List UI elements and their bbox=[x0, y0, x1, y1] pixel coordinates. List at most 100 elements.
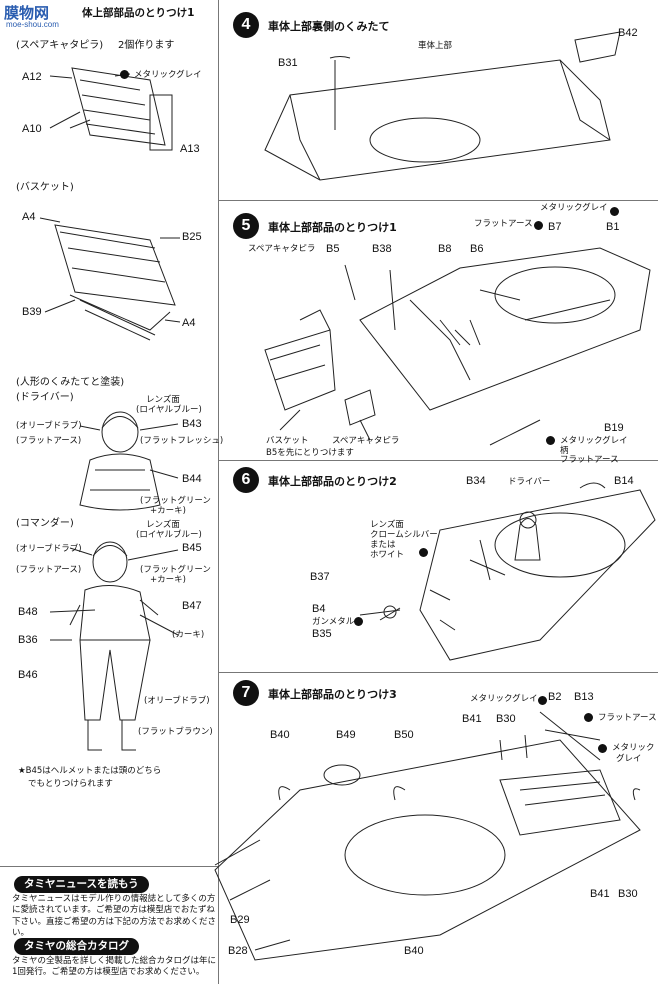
driver-green: (フラットグリーン bbox=[140, 496, 211, 506]
part-label: B2 bbox=[548, 691, 562, 703]
part-label: B5 bbox=[326, 243, 340, 255]
step-5-basket-note: B5を先にとりつけます bbox=[266, 448, 354, 458]
driver-olive: (オリーブドラブ) bbox=[16, 421, 82, 431]
part-label: B49 bbox=[336, 729, 356, 741]
paint-dot-icon bbox=[419, 548, 428, 557]
commander-khaki-2: (カーキ) bbox=[172, 630, 205, 640]
driver-flat-earth: (フラットアース) bbox=[16, 436, 82, 446]
driver-khaki: +カーキ) bbox=[150, 506, 186, 516]
step-6-chrome: クロームシルバー bbox=[370, 530, 438, 540]
part-label: B35 bbox=[312, 628, 332, 640]
driver-flesh: (フラットフレッシュ) bbox=[140, 436, 224, 446]
step5-hull-drawing bbox=[264, 247, 651, 446]
part-label: B1 bbox=[606, 221, 620, 233]
step-divider-5-6 bbox=[219, 460, 658, 461]
news-title: タミヤニュースを読もう bbox=[14, 876, 149, 893]
paint-dot-icon bbox=[538, 696, 547, 705]
part-label: B7 bbox=[548, 221, 562, 233]
spare-track-heading: (スペアキャタピラ) bbox=[16, 40, 104, 51]
step-divider-6-7 bbox=[219, 672, 658, 673]
part-label: B29 bbox=[230, 914, 250, 926]
step-7-metallic: メタリックグレイ bbox=[470, 694, 538, 704]
step-7-grey: グレイ bbox=[616, 754, 642, 764]
step-divider-4-5 bbox=[219, 200, 658, 201]
figures-note-2: でもとりつけられます bbox=[28, 779, 113, 789]
commander-olive: (オリーブドラブ) bbox=[16, 544, 82, 554]
part-label: A12 bbox=[22, 71, 42, 83]
step-4-title: 車体上部裏側のくみたて bbox=[268, 20, 390, 33]
part-label: B30 bbox=[618, 888, 638, 900]
part-label: B25 bbox=[182, 231, 202, 243]
part-label: B50 bbox=[394, 729, 414, 741]
step-number-7: 7 bbox=[233, 680, 259, 706]
step-5-flat-earth: フラットアース bbox=[474, 219, 533, 229]
step-6-white: ホワイト bbox=[370, 550, 405, 560]
part-label: B38 bbox=[372, 243, 392, 255]
step-5-metallic: メタリックグレイ bbox=[540, 203, 608, 213]
paint-dot-icon bbox=[598, 744, 607, 753]
step-7-title: 車体上部部品のとりつけ3 bbox=[268, 688, 397, 701]
commander-khaki: +カーキ) bbox=[150, 575, 186, 585]
figures-heading: (人形のくみたてと塗装) bbox=[16, 377, 125, 388]
step-number-5: 5 bbox=[233, 213, 259, 239]
watermark-url: moe-shou.com bbox=[6, 20, 59, 29]
step7-hull-drawing bbox=[214, 711, 641, 961]
step4-hull-drawing bbox=[264, 31, 621, 181]
spare-track-qty: 2個作ります bbox=[118, 40, 175, 51]
part-label: B19 bbox=[604, 422, 624, 434]
part-label: B42 bbox=[618, 27, 638, 39]
catalog-text: タミヤの全製品を詳しく掲載した総合カタログは年に1回発行。ご希望の方は模型店でお… bbox=[12, 956, 217, 978]
step-7-flat-earth: フラットアース bbox=[598, 713, 657, 723]
column-divider bbox=[218, 0, 219, 984]
step-6-driver: ドライバー bbox=[508, 477, 551, 487]
step-6-gunmetal: ガンメタル bbox=[312, 617, 355, 627]
part-label: B40 bbox=[404, 945, 424, 957]
basket-heading: (バスケット) bbox=[16, 182, 74, 193]
commander-lens: レンズ面 bbox=[146, 520, 180, 530]
part-label: B48 bbox=[18, 606, 38, 618]
step-6-or: または bbox=[370, 540, 396, 550]
part-label: B47 bbox=[182, 600, 202, 612]
part-label: A4 bbox=[182, 317, 196, 329]
part-label: B13 bbox=[574, 691, 594, 703]
step-7-metallic-2: メタリック bbox=[612, 743, 655, 753]
commander-figure-drawing bbox=[49, 541, 179, 751]
part-label: B31 bbox=[278, 57, 298, 69]
part-label: B36 bbox=[18, 634, 38, 646]
part-label: B45 bbox=[182, 542, 202, 554]
left-divider-news bbox=[0, 866, 218, 867]
commander-heading: (コマンダー) bbox=[16, 518, 74, 529]
basket-drawing bbox=[39, 217, 181, 341]
part-label: B46 bbox=[18, 669, 38, 681]
left-header-fragment: 体上部部品のとりつけ1 bbox=[82, 7, 195, 19]
part-label: B6 bbox=[470, 243, 484, 255]
part-label: B40 bbox=[270, 729, 290, 741]
part-label: B37 bbox=[310, 571, 330, 583]
step-5-handle: 柄 bbox=[560, 446, 569, 456]
paint-dot-icon bbox=[546, 436, 555, 445]
step-5-title: 車体上部部品のとりつけ1 bbox=[268, 221, 397, 234]
paint-dot-icon bbox=[534, 221, 543, 230]
driver-lens: レンズ面 bbox=[146, 395, 180, 405]
driver-figure-drawing bbox=[79, 411, 179, 511]
commander-brown: (フラットブラウン) bbox=[138, 727, 213, 737]
part-label: B39 bbox=[22, 306, 42, 318]
part-label: B34 bbox=[466, 475, 486, 487]
part-label: B4 bbox=[312, 603, 326, 615]
driver-lens-colour: (ロイヤルブルー) bbox=[136, 405, 202, 415]
paint-dot-icon bbox=[354, 617, 363, 626]
part-label: B44 bbox=[182, 473, 202, 485]
step-6-title: 車体上部部品のとりつけ2 bbox=[268, 475, 397, 488]
paint-metallic-grey: メタリックグレイ bbox=[134, 70, 202, 80]
part-label: A4 bbox=[22, 211, 36, 223]
step-number-6: 6 bbox=[233, 467, 259, 493]
step-5-spare: スペアキャタピラ bbox=[248, 244, 316, 254]
step-5-flat-earth-2: フラットアース bbox=[560, 455, 619, 465]
part-label: B41 bbox=[462, 713, 482, 725]
part-label: B41 bbox=[590, 888, 610, 900]
part-label: A10 bbox=[22, 123, 42, 135]
paint-dot-icon bbox=[120, 70, 129, 79]
watermark-logo: 膜物网 bbox=[4, 5, 50, 22]
part-label: B14 bbox=[614, 475, 634, 487]
commander-green: (フラットグリーン bbox=[140, 565, 211, 575]
